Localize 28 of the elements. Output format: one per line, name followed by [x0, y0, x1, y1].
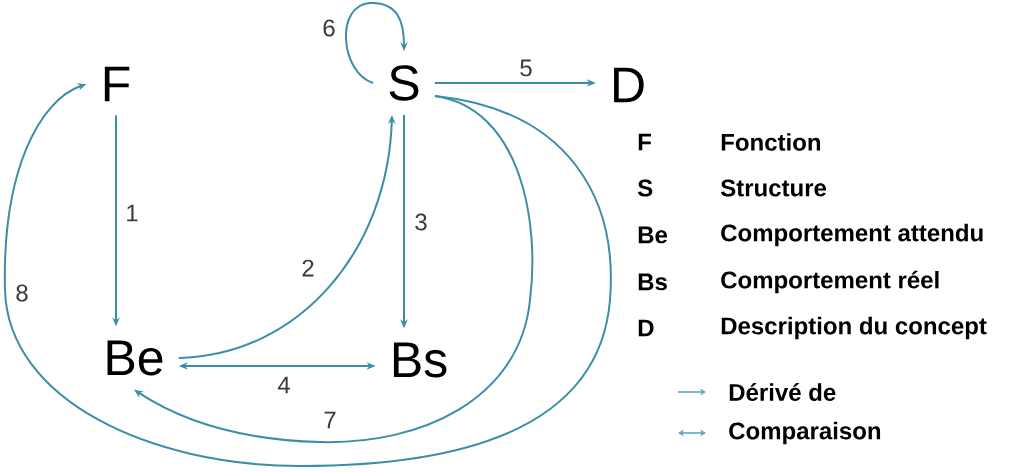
legend-label: Comparaison: [729, 421, 881, 445]
letter-label: F: [104, 66, 130, 102]
edge-label: 7: [322, 410, 338, 430]
letter-label: D: [614, 67, 644, 103]
abbreviation-label: F: [638, 133, 651, 151]
edge-label: 3: [413, 212, 429, 232]
definition-label: Fonction: [721, 133, 821, 151]
letter-label: S: [389, 65, 419, 101]
abbreviation-label: S: [637, 179, 653, 197]
arrow: [4, 83, 612, 467]
definition-label: Description du concept: [721, 316, 987, 340]
definition-label: Comportement attendu: [721, 223, 983, 247]
abbreviation-label: D: [638, 319, 654, 337]
arrow: [134, 95, 534, 443]
definition-label: Structure: [720, 179, 827, 197]
edge-label: 2: [300, 258, 316, 278]
definition-label: Comportement réel: [721, 270, 939, 294]
legend-label: Dérivé de: [729, 383, 836, 401]
letter-label: Be: [107, 340, 163, 376]
abbreviation-label: Be: [638, 226, 668, 244]
abbreviation-label: Bs: [638, 273, 667, 291]
edge-label: 5: [518, 58, 534, 78]
edge-label: 6: [321, 18, 337, 38]
edge-label: 1: [124, 203, 140, 223]
edge-label: 8: [14, 283, 30, 303]
edge-label: 4: [276, 375, 292, 395]
loop-arrow: [345, 2, 408, 84]
letter-label: Bs: [393, 342, 447, 378]
